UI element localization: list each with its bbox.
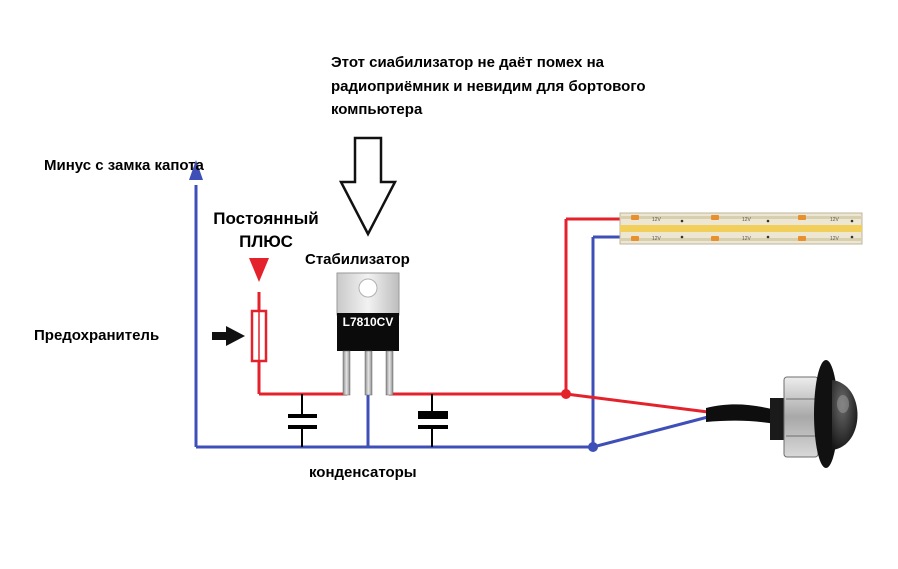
- voltage-regulator: L7810CV: [336, 272, 400, 396]
- plus-arrow-down-icon: [249, 258, 269, 282]
- fuse-label: Предохранитель: [34, 327, 160, 344]
- note-line-3: компьютера: [331, 101, 423, 118]
- note-line-2: радиоприёмник и невидим для бортового: [331, 78, 646, 95]
- led-strip: 12V 12V 12V 12V 12V 12V: [619, 212, 863, 245]
- capacitors-label: конденсаторы: [309, 464, 417, 481]
- strip-mark: 12V: [652, 217, 662, 223]
- strip-mark: 12V: [830, 236, 840, 242]
- note-arrow-down-icon: [338, 136, 398, 237]
- strip-mark: 12V: [742, 217, 752, 223]
- minus-wire: [194, 185, 709, 449]
- plus-source-label-line-1: Постоянный: [213, 209, 319, 228]
- strip-mark: 12V: [830, 217, 840, 223]
- fuse-pointer-arrow-icon: [212, 326, 245, 346]
- plus-source-label-line-2: ПЛЮС: [239, 232, 293, 251]
- regulator-marking: L7810CV: [343, 315, 394, 329]
- plus-junction-dot: [561, 389, 571, 399]
- capacitor-left: [288, 394, 317, 447]
- minus-arrow-up-icon: [189, 160, 203, 180]
- strip-mark: 12V: [742, 236, 752, 242]
- minus-source-label: Минус с замка капота: [44, 157, 204, 174]
- minus-junction-dot: [588, 442, 598, 452]
- led-eyelet-lamp: [706, 360, 858, 468]
- capacitor-right: [418, 394, 448, 447]
- plus-wire: [257, 217, 709, 414]
- note-line-1: Этот сиабилизатор не даёт помех на: [331, 54, 604, 71]
- stabilizer-label: Стабилизатор: [305, 251, 410, 268]
- strip-mark: 12V: [652, 236, 662, 242]
